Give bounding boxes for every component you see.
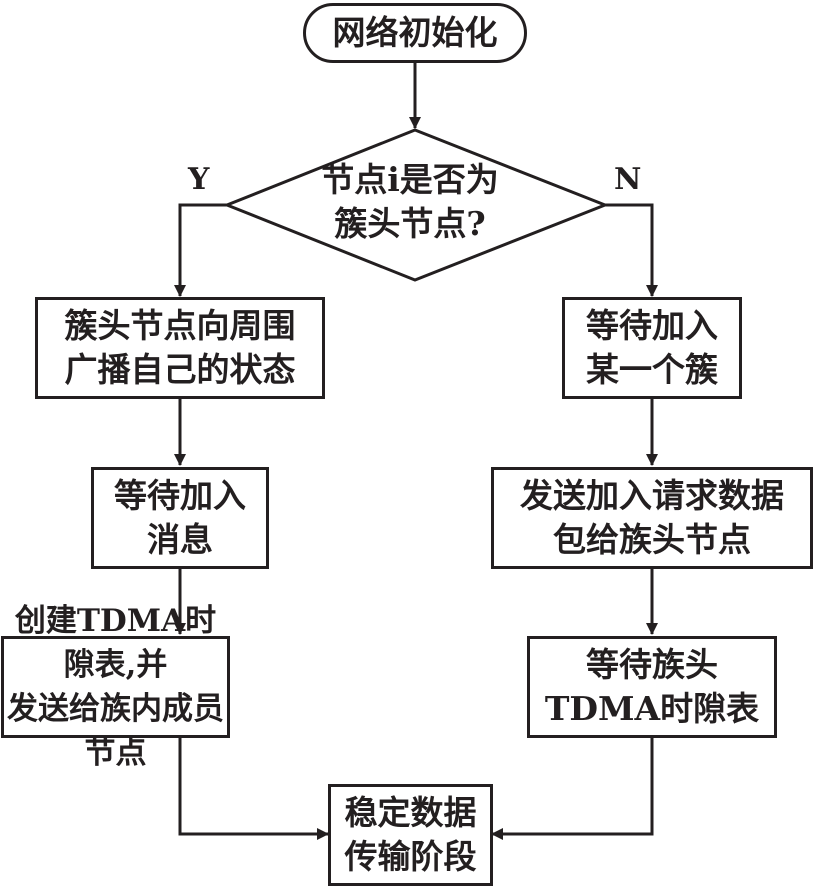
right-step-2-line-1: 发送加入请求数据 — [520, 476, 784, 515]
left-step-2-line-1: 等待加入 — [114, 476, 246, 515]
right-step-1-line-2: 某一个簇 — [586, 350, 718, 389]
end-line-1: 稳定数据 — [344, 793, 477, 832]
right-step-1: 等待加入 某一个簇 — [562, 297, 742, 399]
edge-right-3-end — [491, 737, 654, 840]
left-step-1-line-2: 广播自己的状态 — [64, 350, 296, 389]
decision-line-2: 簇头节点? — [334, 204, 486, 243]
edge-yes — [174, 203, 227, 297]
decision-label: 节点i是否为 簇头节点? — [300, 158, 520, 246]
decision-diamond — [222, 128, 610, 282]
left-step-1: 簇头节点向周围 广播自己的状态 — [35, 297, 325, 399]
left-step-3: 创建TDMA时隙表,并 发送给族内成员节点 — [1, 603, 230, 771]
branch-no-label: N — [614, 162, 642, 197]
right-step-3-line-1: 等待族头 — [586, 645, 718, 684]
edge-no — [605, 203, 658, 297]
right-step-1-line-1: 等待加入 — [586, 306, 718, 345]
left-step-3-line-1: 创建TDMA时隙表,并 — [14, 603, 217, 683]
end-node: 稳定数据 传输阶段 — [328, 784, 493, 886]
branch-yes-label: Y — [188, 162, 210, 197]
right-step-3-line-2: TDMA时隙表 — [544, 689, 760, 728]
decision-line-1: 节点i是否为 — [321, 160, 499, 199]
end-line-2: 传输阶段 — [344, 837, 477, 876]
right-step-3: 等待族头 TDMA时隙表 — [527, 636, 777, 738]
start-label: 网络初始化 — [332, 13, 498, 52]
left-step-3-line-2: 发送给族内成员节点 — [7, 691, 224, 771]
left-step-2: 等待加入 消息 — [91, 467, 269, 569]
left-step-1-line-1: 簇头节点向周围 — [64, 306, 296, 345]
right-step-2-line-2: 包给族头节点 — [553, 520, 751, 559]
edge-left-3-end — [178, 737, 329, 840]
start-node: 网络初始化 — [303, 3, 527, 63]
right-step-2: 发送加入请求数据 包给族头节点 — [491, 467, 813, 569]
left-step-2-line-2: 消息 — [147, 520, 213, 559]
